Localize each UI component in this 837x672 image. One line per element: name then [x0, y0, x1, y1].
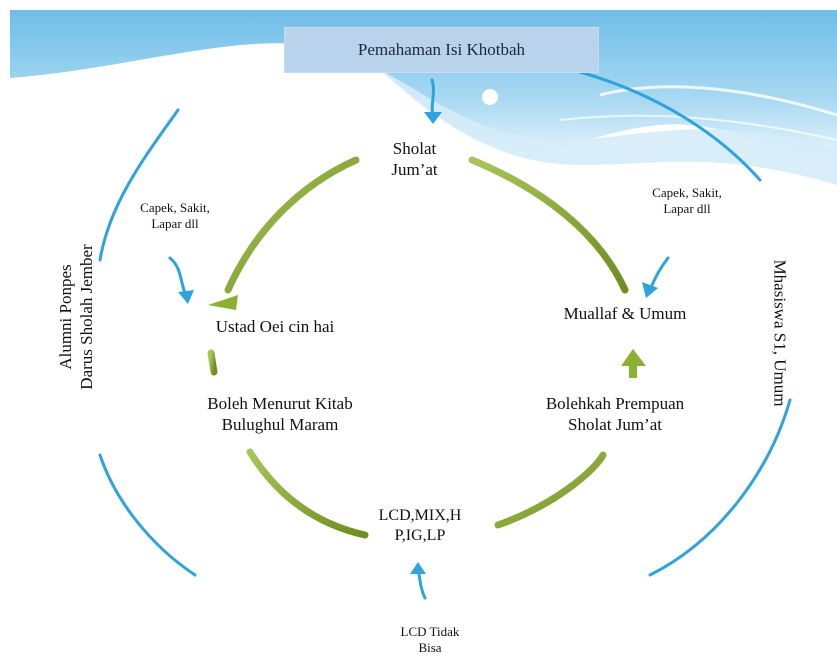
arrow-left-down	[168, 256, 188, 298]
label-mahasiswa: Mhasiswa S1, Umum	[769, 260, 790, 407]
arc-bottom-left	[246, 448, 369, 539]
node-media-line2: P,IG,LP	[394, 527, 446, 544]
label-lcd-tidak-bisa: LCD Tidak Bisa	[385, 624, 475, 657]
node-bolehkah-line1: Bolehkah Prempuan	[545, 394, 685, 413]
arc-bottom-right	[494, 451, 607, 529]
label-alumni-line1: Alumni Ponpes	[55, 264, 75, 370]
label-capek-left: Capek, Sakit, Lapar dll	[120, 200, 230, 233]
node-sholat-line1: Sholat	[392, 139, 437, 158]
green-arrow-stem-right	[629, 366, 637, 378]
green-cycle-ring	[207, 156, 629, 539]
label-capek-right: Capek, Sakit, Lapar dll	[632, 185, 742, 218]
label-capek-left-line2: Lapar dll	[151, 216, 199, 232]
wave-background	[10, 10, 837, 185]
label-alumni-line2: Darus Sholah Jember	[77, 244, 96, 390]
outer-blue-arcs	[98, 70, 792, 577]
green-arrowhead-right	[621, 349, 646, 366]
arc-top-right	[468, 156, 629, 294]
arrow-right-down	[648, 256, 670, 292]
node-ustad: Ustad Oei cin hai	[190, 316, 360, 337]
node-sholat-line2: Jum’at	[391, 160, 438, 180]
arc-top-left	[224, 156, 360, 294]
title-box: Pemahaman Isi Khotbah	[284, 27, 599, 73]
label-capek-left-line1: Capek, Sakit,	[140, 200, 210, 215]
title-text: Pemahaman Isi Khotbah	[357, 40, 526, 59]
label-capek-right-line2: Lapar dll	[663, 201, 711, 217]
arc-left-stub	[207, 349, 218, 376]
node-bolehkah-prempuan: Bolehkah Prempuan Sholat Jum’at	[515, 393, 715, 436]
label-mahasiswa-text: Mhasiswa S1, Umum	[770, 259, 790, 407]
node-muallaf-text: Muallaf & Umum	[563, 304, 687, 323]
node-boleh-line2: Bulughul Maram	[221, 415, 339, 435]
node-sholat-jumat: Sholat Jum’at	[362, 138, 467, 187]
green-arrowhead-left	[208, 295, 238, 310]
label-lcd-line1: LCD Tidak	[400, 624, 460, 639]
label-lcd-line2: Bisa	[418, 640, 442, 656]
node-bolehkah-line2: Sholat Jum’at	[568, 415, 662, 435]
node-boleh-line1: Boleh Menurut Kitab	[207, 394, 353, 413]
node-boleh-menurut-kitab: Boleh Menurut Kitab Bulughul Maram	[180, 393, 380, 436]
blue-arrows	[168, 78, 670, 600]
node-media-line1: LCD,MIX,H	[378, 507, 462, 524]
node-media: LCD,MIX,H P,IG,LP	[370, 506, 470, 546]
node-muallaf: Muallaf & Umum	[540, 303, 710, 324]
label-capek-right-line1: Capek, Sakit,	[652, 185, 722, 200]
label-alumni-ponpes: Alumni Ponpes Darus Sholah Jember	[55, 244, 98, 389]
node-ustad-text: Ustad Oei cin hai	[215, 317, 335, 336]
